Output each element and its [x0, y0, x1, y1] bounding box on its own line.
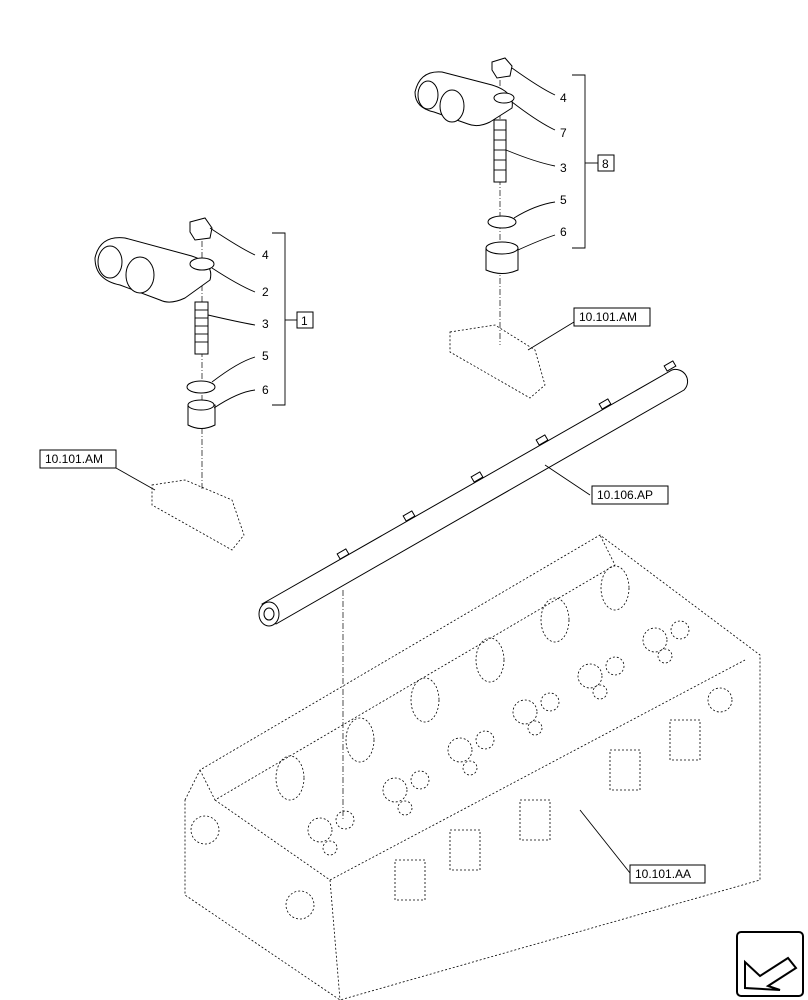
left-reference-box [39, 449, 117, 469]
left-reference: 10.101.AM [45, 452, 103, 466]
right-reference: 10.101.AM [579, 310, 637, 324]
right-callout-5: 6 [560, 225, 567, 239]
shaft-reference-box [591, 485, 669, 505]
right-reference-box [573, 307, 651, 327]
left-callout-2: 2 [262, 285, 269, 299]
right-callout-1: 4 [560, 91, 567, 105]
right-callout-3: 3 [560, 161, 567, 175]
right-callout-4: 5 [560, 193, 567, 207]
left-group-box [296, 311, 314, 329]
head-reference-box [629, 864, 706, 884]
rocker-shaft [258, 360, 689, 627]
right-group-label: 8 [602, 157, 609, 171]
shaft-reference-group: 10.106.AP [544, 464, 669, 505]
right-rocker-assembly [414, 57, 546, 399]
left-rocker-assembly [94, 217, 245, 551]
right-callout-2: 7 [560, 126, 567, 140]
next-page-arrow-icon[interactable] [736, 931, 804, 997]
right-callouts: 4 7 3 5 6 8 10.101.AM [505, 67, 651, 351]
left-group-label: 1 [301, 314, 308, 328]
shaft-reference: 10.106.AP [597, 488, 653, 502]
left-callout-5: 6 [262, 383, 269, 397]
left-callout-1: 4 [262, 248, 269, 262]
left-callouts: 4 2 3 5 6 1 10.101.AM [39, 227, 314, 491]
cylinder-head [184, 534, 761, 1000]
left-callout-4: 5 [262, 349, 269, 363]
right-group-box [597, 154, 615, 172]
head-reference: 10.101.AA [635, 867, 691, 881]
left-callout-3: 3 [262, 317, 269, 331]
head-reference-group: 10.101.AA [579, 809, 706, 884]
